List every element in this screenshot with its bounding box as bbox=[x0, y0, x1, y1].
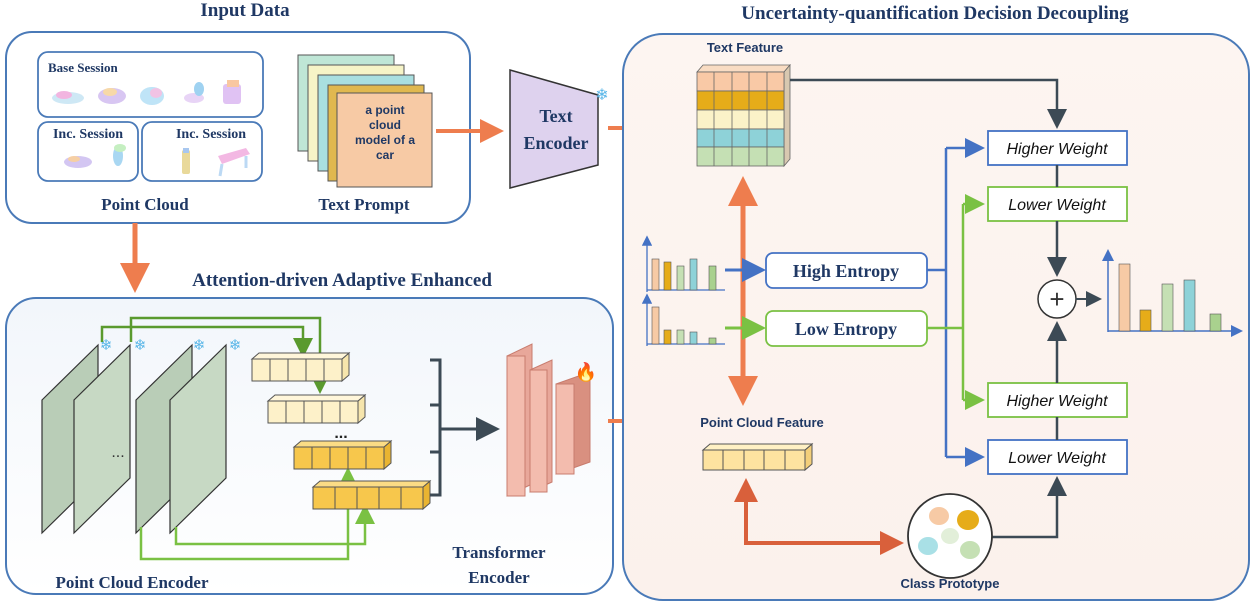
lower-weight-label-2: Lower Weight bbox=[1008, 450, 1106, 467]
feature-strip-2 bbox=[266, 393, 367, 425]
lower-weight-box-1 bbox=[987, 186, 1128, 222]
feature-strip-1 bbox=[250, 351, 351, 383]
inc-session-label-1: Inc. Session bbox=[53, 127, 123, 142]
high-entropy-histogram bbox=[641, 235, 725, 292]
inc-session-label-2: Inc. Session bbox=[176, 127, 246, 142]
text-prompt-content: a point cloud model of a car bbox=[355, 103, 415, 162]
sum-symbol: + bbox=[1049, 284, 1064, 314]
decoupling-title: Uncertainty-quantification Decision Deco… bbox=[741, 3, 1129, 24]
point-cloud-encoder-label: Point Cloud Encoder bbox=[55, 573, 208, 592]
attention-title: Attention-driven Adaptive Enhanced bbox=[192, 270, 492, 291]
lower-weight-label-1: Lower Weight bbox=[1008, 197, 1106, 214]
prompt-line-4: car bbox=[376, 148, 394, 162]
inc-session-box-2 bbox=[141, 121, 263, 182]
trainable-flame-icon: 🔥 bbox=[575, 361, 597, 382]
output-histogram bbox=[1102, 249, 1243, 337]
entropy-routing-lines bbox=[927, 138, 985, 467]
arrow-prototype-to-weight bbox=[975, 476, 1067, 539]
snowflake-icon-3: ❄ bbox=[193, 337, 206, 354]
feature-ellipsis: ... bbox=[334, 425, 347, 442]
prompt-line-3: model of a bbox=[355, 133, 415, 147]
point-cloud-label: Point Cloud bbox=[101, 195, 189, 214]
high-entropy-label: High Entropy bbox=[793, 261, 899, 281]
text-encoder-line2: Encoder bbox=[524, 133, 589, 153]
low-entropy-label: Low Entropy bbox=[795, 319, 897, 339]
inc-session-box-1 bbox=[37, 121, 139, 182]
feature-strip-3 bbox=[292, 439, 393, 471]
text-prompt-stack bbox=[297, 54, 433, 188]
prompt-line-1: a point bbox=[365, 103, 404, 117]
feature-strip-4 bbox=[311, 479, 432, 511]
arrow-text-feature-to-weight bbox=[790, 78, 1067, 129]
frozen-snowflake-icons: ❄ ❄ ❄ ❄ bbox=[100, 337, 242, 354]
lower-weight-box-2 bbox=[987, 439, 1128, 475]
point-cloud-encoder-layers bbox=[41, 343, 227, 535]
text-feature-label: Text Feature bbox=[707, 40, 783, 55]
frozen-snowflake-icon: ❄ bbox=[595, 87, 608, 104]
text-encoder-line1: Text bbox=[539, 106, 572, 126]
base-session-point-clouds bbox=[52, 80, 241, 105]
encoder-ellipsis: ... bbox=[111, 444, 124, 461]
intermediate-feature-strips bbox=[250, 351, 432, 511]
text-encoder-block bbox=[509, 69, 599, 189]
input-data-title: Input Data bbox=[200, 0, 290, 21]
point-cloud-feature-label: Point Cloud Feature bbox=[700, 415, 824, 430]
prompt-line-2: cloud bbox=[369, 118, 401, 132]
higher-weight-label-1: Higher Weight bbox=[1006, 141, 1108, 158]
snowflake-icon-4: ❄ bbox=[229, 337, 242, 354]
class-prototype-clusters bbox=[918, 507, 980, 559]
higher-weight-label-2: Higher Weight bbox=[1006, 393, 1108, 410]
text-feature-grid bbox=[696, 63, 791, 168]
transformer-label-line2: Encoder bbox=[468, 568, 530, 587]
class-prototype-label: Class Prototype bbox=[901, 576, 1000, 591]
text-prompt-label: Text Prompt bbox=[318, 195, 409, 214]
encoder-skip-connections bbox=[100, 316, 375, 561]
point-cloud-feature-strip bbox=[701, 442, 814, 472]
transformer-label-line1: Transformer bbox=[452, 543, 546, 562]
transformer-encoder-block bbox=[506, 343, 591, 497]
inc-session-2-point-clouds bbox=[182, 148, 250, 177]
arrow-pc-feature-to-prototype bbox=[734, 478, 904, 555]
inc-session-1-point-clouds bbox=[64, 144, 126, 168]
base-session-label: Base Session bbox=[48, 60, 118, 75]
snowflake-icon-2: ❄ bbox=[134, 337, 147, 354]
low-entropy-histogram bbox=[641, 293, 725, 346]
base-session-box bbox=[37, 51, 264, 118]
